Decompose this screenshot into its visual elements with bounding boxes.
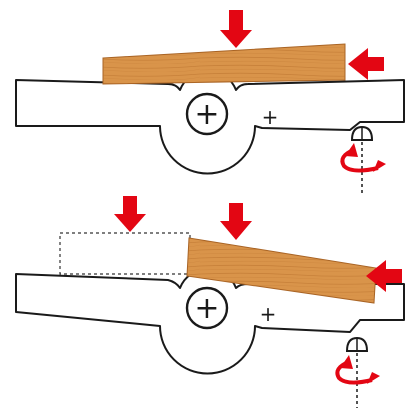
bottom-down-arrow-icon-2	[220, 203, 252, 240]
bottom-ghost-board	[59, 232, 191, 275]
bottom-down-arrow-icon-1	[114, 196, 146, 232]
bottom-pivot-symbol: +	[194, 291, 219, 326]
top-left-arrow-icon	[348, 48, 384, 80]
top-side-symbol: +	[262, 105, 279, 129]
bottom-cutter-head	[185, 286, 229, 330]
bottom-rotate-icon	[335, 355, 380, 385]
bottom-adjustment-screw-icon	[345, 336, 369, 408]
bottom-side-symbol: +	[260, 302, 277, 326]
top-down-arrow-icon	[220, 10, 252, 48]
top-pivot-symbol: +	[194, 97, 219, 132]
top-cutter-head	[185, 92, 229, 136]
top-adjustment-screw-icon	[350, 125, 374, 196]
bottom-left-arrow-icon	[366, 260, 402, 292]
top-rotate-icon	[340, 143, 386, 173]
top-panel: + +	[15, 10, 405, 196]
bottom-panel: + +	[15, 196, 405, 408]
